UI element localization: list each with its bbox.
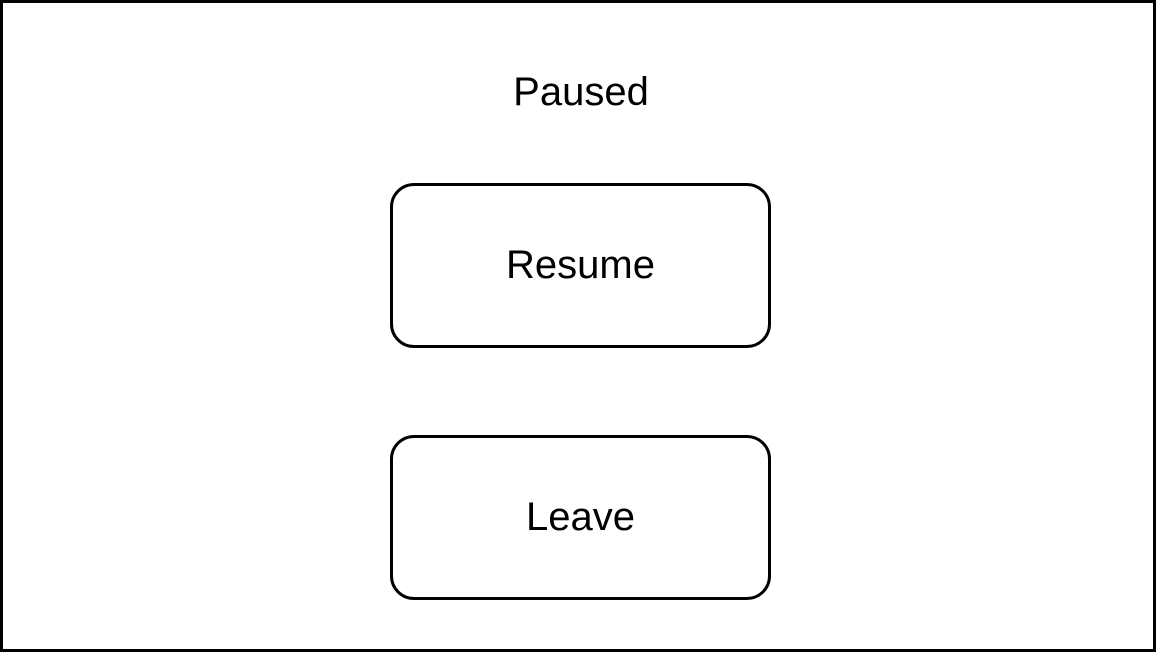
resume-button-label: Resume [506, 243, 655, 287]
leave-button-label: Leave [526, 495, 635, 539]
leave-button[interactable]: Leave [390, 435, 771, 600]
page-title: Paused [513, 70, 649, 114]
resume-button[interactable]: Resume [390, 183, 771, 348]
